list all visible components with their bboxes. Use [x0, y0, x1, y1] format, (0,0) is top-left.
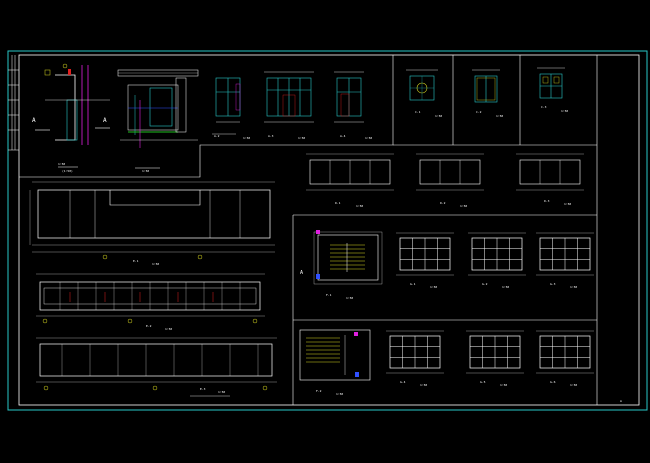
svg-text:A: A [300, 270, 303, 276]
svg-text:1:50: 1:50 [496, 114, 503, 118]
svg-text:A: A [32, 117, 36, 124]
svg-text:G-2: G-2 [482, 282, 488, 286]
detail-section-1: A A 1:50 (1:50) [32, 63, 110, 173]
window-grid-1: G-1 1:50 [396, 232, 454, 289]
stair-plan-2: F-2 1:50 [299, 329, 371, 396]
sheet-number: A [620, 399, 622, 403]
svg-text:G-6: G-6 [550, 380, 556, 384]
svg-text:1:50: 1:50 [336, 392, 343, 396]
svg-text:G-1: G-1 [410, 282, 416, 286]
svg-text:D-1: D-1 [335, 201, 341, 205]
svg-text:1:50: 1:50 [460, 204, 467, 208]
svg-text:1:50: 1:50 [356, 204, 363, 208]
svg-text:F-1: F-1 [326, 293, 332, 297]
section-dividers [19, 55, 597, 405]
svg-text:1:50: 1:50 [152, 262, 159, 266]
window-detail-1: C-1 1:50 [406, 69, 442, 118]
svg-text:1:50: 1:50 [435, 114, 442, 118]
svg-text:1:50: 1:50 [346, 296, 353, 300]
svg-text:1:50: 1:50 [58, 162, 65, 166]
svg-text:E-2: E-2 [146, 324, 152, 328]
svg-text:A-4: A-4 [340, 134, 346, 138]
window-detail-3: C-3 1:50 [537, 67, 568, 113]
elevation-1: E-1 1:50 [29, 181, 275, 266]
window-band-2: D-2 1:50 [416, 153, 484, 208]
window-grid-3: G-3 1:50 [536, 232, 594, 289]
svg-text:1:50: 1:50 [218, 390, 225, 394]
svg-text:C-1: C-1 [415, 110, 421, 114]
window-grid-group: G-11:50G-21:50G-31:50G-41:50G-51:50G-61:… [386, 232, 594, 387]
svg-text:1:50: 1:50 [564, 202, 571, 206]
svg-text:1:50: 1:50 [561, 109, 568, 113]
svg-text:1:50: 1:50 [570, 383, 577, 387]
window-grid-6: G-6 1:50 [536, 330, 594, 387]
svg-text:1:50: 1:50 [430, 285, 437, 289]
svg-text:1:50: 1:50 [142, 169, 149, 173]
window-grid-4: G-4 1:50 [386, 330, 444, 387]
svg-text:D-2: D-2 [440, 201, 446, 205]
svg-text:G-3: G-3 [550, 282, 556, 286]
svg-text:1:50: 1:50 [502, 285, 509, 289]
svg-text:(1:50): (1:50) [62, 169, 73, 173]
window-elevation-2: A-3 1:50 [264, 71, 314, 140]
svg-text:1:50: 1:50 [165, 327, 172, 331]
stair-plan-1: A F-1 1:50 [300, 230, 383, 300]
svg-text:E-1: E-1 [133, 259, 139, 263]
elevation-2: E-2 1:50 [36, 273, 265, 331]
svg-text:1:50: 1:50 [298, 136, 305, 140]
window-band-3: D-3 1:50 [516, 153, 584, 206]
svg-text:1:50: 1:50 [420, 383, 427, 387]
svg-text:A-2: A-2 [214, 134, 220, 138]
window-grid-2: G-2 1:50 [468, 232, 526, 289]
outer-frame [7, 50, 648, 411]
svg-text:1:50: 1:50 [365, 136, 372, 140]
window-band-1: D-1 1:50 [306, 153, 394, 208]
svg-text:A-3: A-3 [268, 134, 274, 138]
svg-text:1:50: 1:50 [500, 383, 507, 387]
scale-note: 1:50 [8, 6, 11, 8]
window-detail-2: C-2 1:50 [472, 69, 503, 118]
svg-text:G-5: G-5 [480, 380, 486, 384]
svg-text:C-3: C-3 [541, 105, 547, 109]
svg-text:1:50: 1:50 [570, 285, 577, 289]
inner-frame [18, 54, 640, 406]
svg-text:F-2: F-2 [316, 389, 322, 393]
svg-text:C-2: C-2 [476, 110, 482, 114]
detail-section-2: 1:50 [117, 69, 199, 173]
title-strip [8, 55, 19, 151]
svg-text:E-3: E-3 [200, 387, 206, 391]
svg-text:D-3: D-3 [544, 199, 550, 203]
svg-text:1:50: 1:50 [243, 136, 250, 140]
svg-text:A: A [103, 117, 107, 124]
window-grid-5: G-5 1:50 [466, 330, 524, 387]
elevation-3: E-3 1:50 [36, 337, 277, 397]
svg-text:G-4: G-4 [400, 380, 406, 384]
window-elevation-3: A-4 1:50 [334, 71, 372, 140]
window-elevation-1: A-2 1:50 [212, 77, 250, 140]
